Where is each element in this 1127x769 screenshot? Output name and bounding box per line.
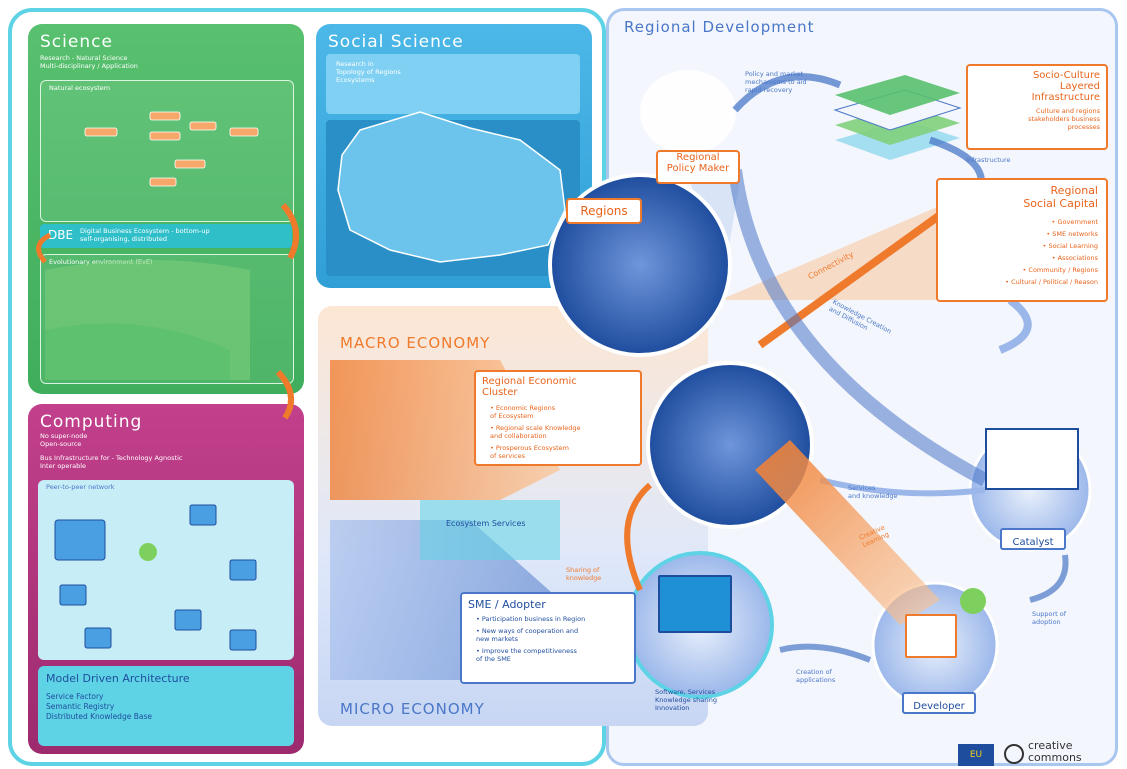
services-note: Services and knowledge [848,484,898,500]
science-social-arrow [280,203,300,260]
ecosystem-nodes [84,111,259,187]
knowledge-beam [755,440,940,625]
capital-list: Government SME networks Social Learning … [946,218,1098,286]
infra-label: Infrastructure [966,156,1011,164]
eu-label: EU [969,750,983,760]
policy-note: Policy and market mechanisms to aid rapi… [745,70,807,94]
social-subtitle: Research in Topology of Regions Ecosyste… [336,60,401,84]
capital-item: Associations [954,254,1098,262]
cluster-box: Regional Economic Cluster Economic Regio… [474,370,642,466]
cluster-list: Economic Regions of Ecosystem Regional s… [482,404,634,460]
capital-title-bottom: Social Capital [1023,197,1098,210]
flow-arrow-capital-out [998,296,1032,354]
sme-title: SME / Adopter [468,598,546,611]
socio-text: Culture and regions stakeholders busines… [1028,107,1100,131]
science-subtitle: Research - Natural Science Multi-discipl… [40,54,138,70]
support-note: Support of adoption [1032,610,1067,626]
flow-note: Software, Services Knowledge sharing Inn… [655,688,718,712]
flow-arrow-policy-socio [732,73,842,113]
mda-title: Model Driven Architecture [46,672,190,685]
ecosystem-box: Natural ecosystem [40,80,294,222]
bridge-arrow [420,500,560,560]
developer-label-box: Developer [902,692,976,714]
ecosystem-label: Natural ecosystem [49,84,111,92]
p2p-user [139,543,157,561]
bridge-label: Ecosystem Services [446,519,526,528]
socio-title: Socio-Culture Layered Infrastructure [1031,70,1100,103]
developer-avatar-icon [960,588,986,614]
eve-blobs [45,260,250,380]
capital-item: Government [954,218,1098,226]
flow-arrow-catalyst-developer [1029,554,1069,603]
science-computing-arrow [275,369,295,420]
sme-adopter-box: SME / Adopter Participation business in … [460,592,636,684]
capital-item: Social Learning [954,242,1098,250]
regions-label-box: Regions [566,198,642,224]
p2p-nodes [54,504,257,651]
mda-text: Service Factory Semantic Registry Distri… [46,692,152,721]
computing-subtitle2: Bus Infrastructure for - Technology Agno… [40,454,183,470]
macro-title: MACRO ECONOMY [340,334,491,352]
cc-text-bottom: commons [1028,751,1082,764]
flow-arrow-catalyst-back [819,477,986,497]
policy-maker-bottom: Policy Maker [666,163,730,174]
france-network [337,111,566,263]
computing-subtitle: No super-node Open-source [40,432,88,448]
computing-panel: Computing No super-node Open-source Bus … [28,404,304,754]
sharing-note: Sharing of knowledge [566,566,602,582]
socio-layer-stack [833,75,962,160]
p2p-label: Peer-to-peer network [46,483,115,491]
dev-note: Creation of applications [796,668,836,684]
capital-item: Cultural / Political / Reason [954,278,1098,286]
dbe-left-arrow [36,232,52,264]
catalyst-label-box: Catalyst [1000,528,1066,550]
developer-monitor [905,614,957,658]
policy-maker-top: Regional [676,152,720,163]
flow-arrow-sme-cluster [624,482,653,592]
capital-item: SME networks [954,230,1098,238]
mda-box: Model Driven Architecture Service Factor… [38,666,294,746]
dbe-label: DBE [48,228,74,242]
cluster-title: Regional Economic Cluster [482,376,577,398]
cc-icon [1004,744,1024,764]
catalyst-screen [985,428,1079,490]
evolution-label: Evolutionary environment (EvE) [49,258,153,266]
socio-box: Socio-Culture Layered Infrastructure Cul… [966,64,1108,150]
regions-label: Regions [580,204,628,218]
sme-item: Participation business in Region [476,615,628,623]
sme-monitor [658,575,732,633]
capital-title-top: Regional [1050,184,1098,197]
eu-flag-icon: EU [958,744,994,766]
capital-item: Community / Regions [954,266,1098,274]
regional-title: Regional Development [624,18,815,36]
dbe-text: Digital Business Ecosystem - bottom-up s… [80,227,210,243]
science-title: Science [40,32,113,52]
dbe-box: DBE Digital Business Ecosystem - bottom-… [40,224,292,248]
policy-maker-disc [640,70,736,154]
cluster-item: Prosperous Ecosystem of services [490,444,634,460]
catalyst-label: Catalyst [1012,537,1054,548]
policy-maker-label: Regional Policy Maker [656,150,740,184]
sme-list: Participation business in Region New way… [468,615,628,663]
micro-title: MICRO ECONOMY [340,700,485,718]
cc-text-top: creative [1028,739,1073,752]
computing-title: Computing [40,412,143,432]
developer-label: Developer [913,701,965,712]
sme-item: Improve the competitiveness of the SME [476,647,628,663]
creative-commons-logo[interactable]: creative commons [1004,740,1122,768]
social-subtitle-box: Research in Topology of Regions Ecosyste… [326,54,580,114]
flow-arrow-big-blue [728,169,989,487]
sme-item: New ways of cooperation and new markets [476,627,628,643]
cluster-item: Regional scale Knowledge and collaborati… [490,424,634,440]
cluster-item: Economic Regions of Ecosystem [490,404,634,420]
social-title: Social Science [328,32,464,52]
flow-arrow-developer-sme [779,643,872,663]
capital-box: Regional Social Capital Government SME n… [936,178,1108,302]
